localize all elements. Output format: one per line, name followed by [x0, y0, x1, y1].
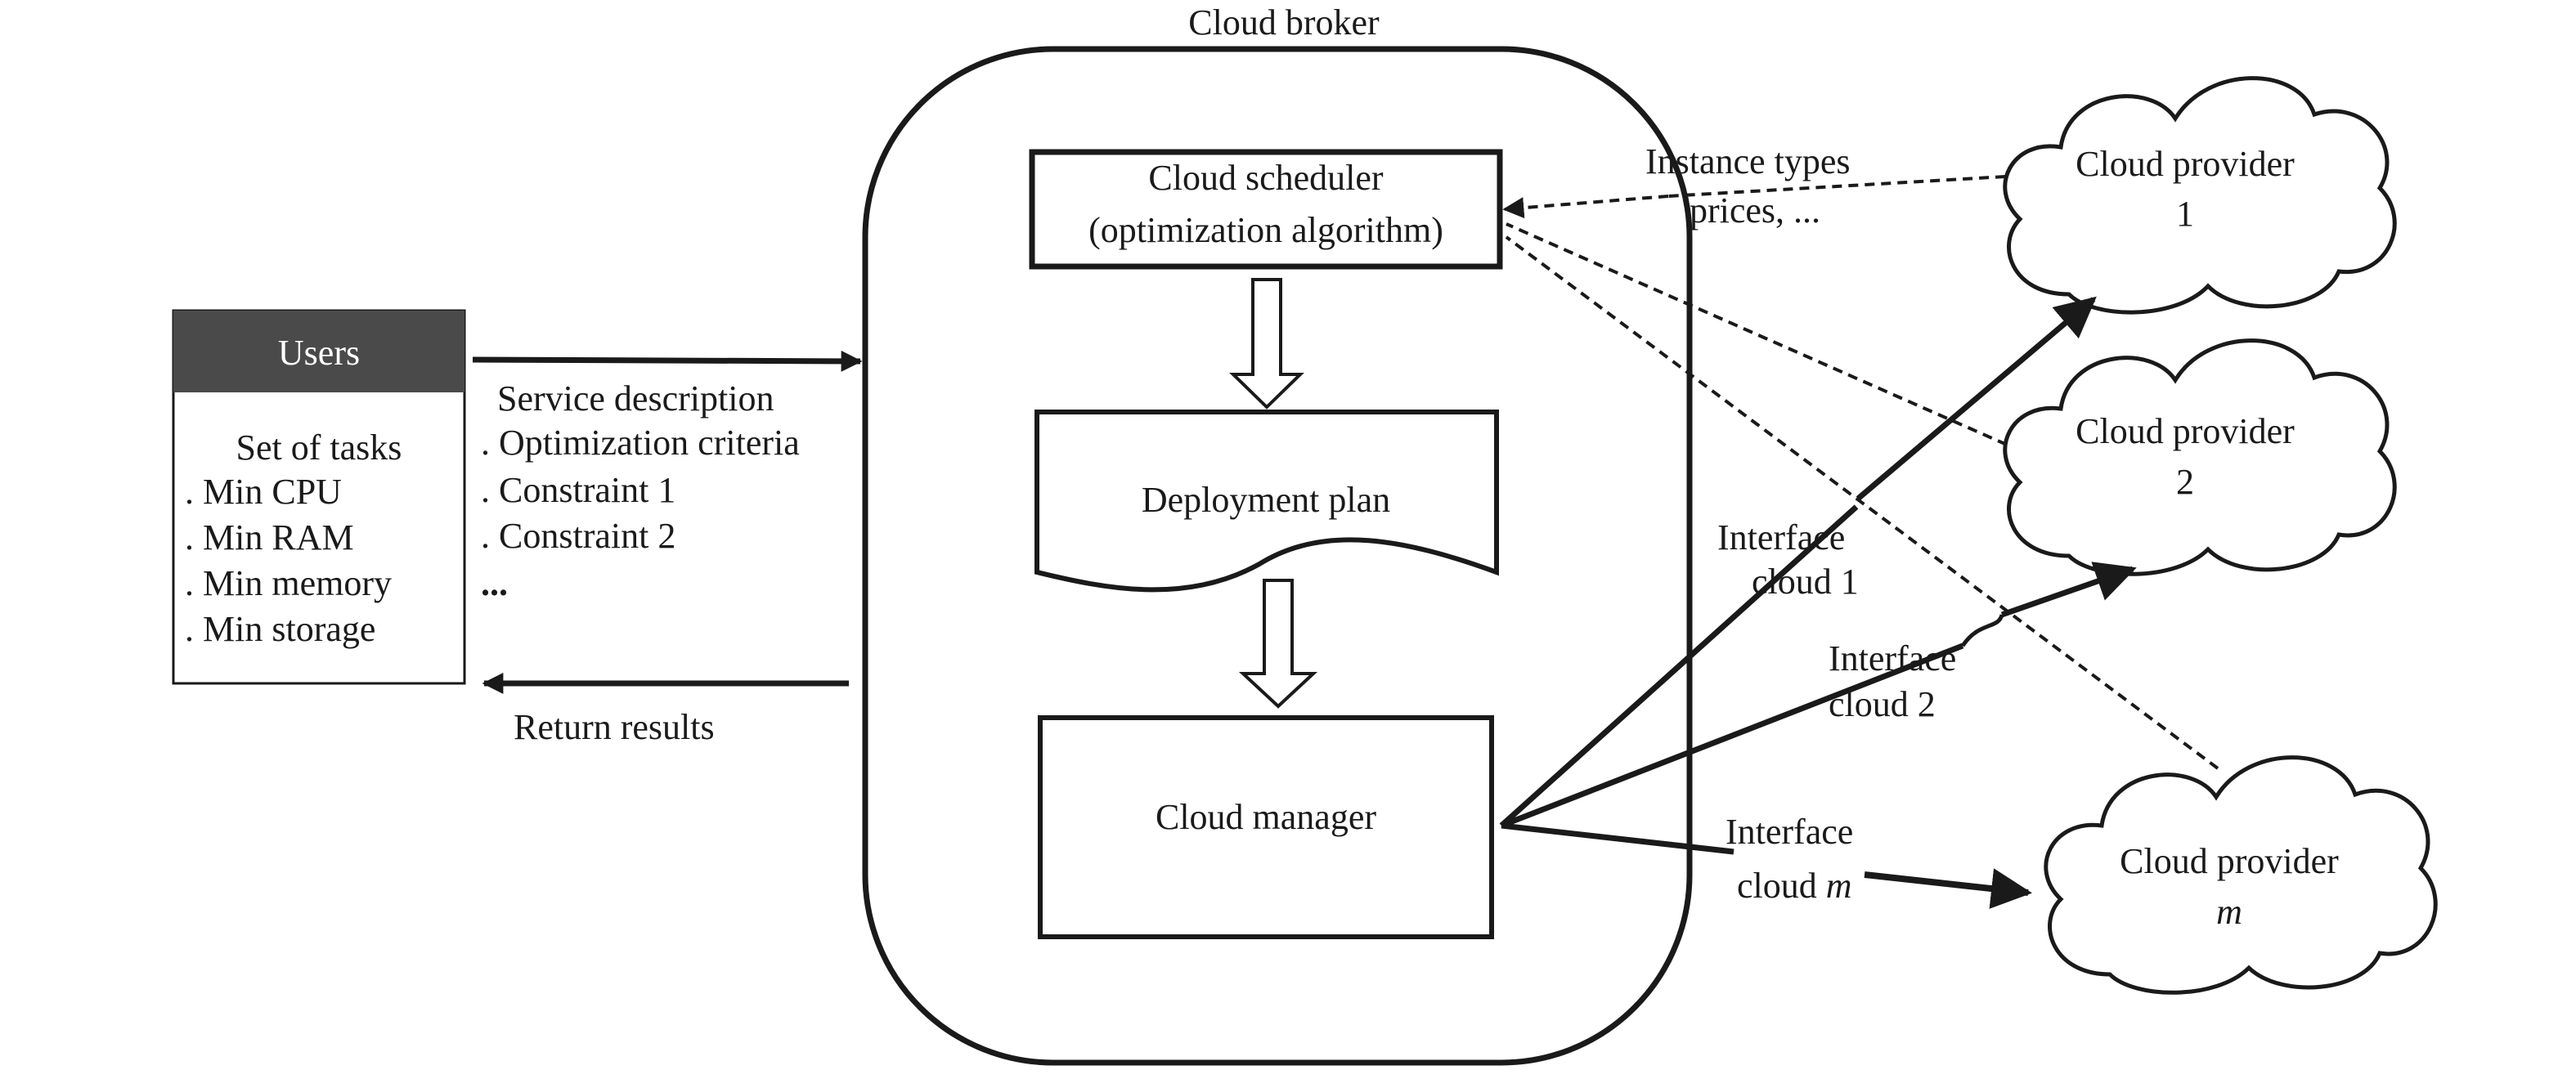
manager-box	[1038, 715, 1494, 939]
interface-label: Interface	[1829, 638, 1956, 678]
interface-line-1	[1499, 504, 1859, 828]
interface-label: cloud m	[1737, 866, 1852, 906]
provider-index: 2	[2176, 462, 2194, 502]
provider-label: Cloud provider	[2076, 411, 2295, 451]
broker-title: Cloud broker	[1188, 2, 1380, 43]
provider-index: 1	[2176, 194, 2194, 234]
info-dashed-line	[1506, 222, 2008, 446]
users-task-item: . Min storage	[185, 609, 375, 649]
info-dashed-line	[1502, 195, 1669, 219]
service-description-item: . Constraint 1	[481, 470, 675, 510]
service-description-item: . Constraint 2	[481, 516, 675, 556]
interface-arrow-m	[1864, 868, 2032, 909]
flow-arrow-down	[1229, 278, 1304, 410]
cloud-icon	[2003, 76, 2397, 315]
scheduler-box	[1029, 149, 1503, 270]
interface-line-m	[1501, 822, 1735, 855]
interface-label-var: m	[1826, 866, 1852, 906]
cloud-icon	[2044, 755, 2438, 995]
interface-label: Interface	[1717, 517, 1845, 557]
service-description-title: Service description	[497, 378, 774, 419]
cloud-icon	[2003, 338, 2397, 576]
service-description-item: ...	[481, 563, 508, 603]
broker-container	[862, 46, 1693, 1066]
deployment-label: Deployment plan	[1142, 480, 1390, 520]
interface-label: cloud 1	[1752, 562, 1859, 602]
return-label: Return results	[514, 707, 715, 747]
interface-bridge	[1960, 614, 2004, 647]
cloud-provider-1: Cloud provider 1	[2003, 76, 2397, 315]
cloud-provider-m: Cloud provider m	[2044, 755, 2438, 995]
scheduler-sublabel: (optimization algorithm)	[1088, 210, 1443, 250]
interface-line-2	[1500, 642, 1964, 829]
flow-arrow-down	[1238, 579, 1318, 709]
scheduler-label: Cloud scheduler	[1148, 158, 1384, 198]
deployment-plan-shape	[1034, 410, 1499, 593]
manager-label: Cloud manager	[1156, 797, 1376, 837]
provider-label: Cloud provider	[2076, 144, 2295, 184]
interface-arrow-2	[2000, 562, 2137, 618]
interface-label: cloud 2	[1829, 684, 1936, 724]
interface-label-text: cloud	[1737, 866, 1826, 906]
request-arrow	[472, 350, 863, 372]
info-dashed-line	[1667, 175, 2006, 198]
interface-label: Interface	[1726, 812, 1853, 852]
info-label: prices, ...	[1690, 190, 1820, 231]
provider-index: m	[2216, 892, 2242, 932]
users-task-item: . Min RAM	[185, 517, 354, 557]
cloud-provider-2: Cloud provider 2	[2003, 338, 2397, 576]
users-header	[173, 311, 464, 392]
info-dashed-line	[1505, 235, 2219, 770]
users-task-item: . Min memory	[185, 563, 392, 603]
interface-arrow-1	[1856, 296, 2097, 501]
users-title: Users	[278, 333, 360, 373]
users-tasks-heading: Set of tasks	[236, 428, 402, 468]
info-label: Instance types	[1645, 141, 1850, 181]
users-task-item: . Min CPU	[185, 472, 342, 512]
provider-label: Cloud provider	[2120, 841, 2339, 881]
service-description-item: . Optimization criteria	[481, 423, 800, 463]
